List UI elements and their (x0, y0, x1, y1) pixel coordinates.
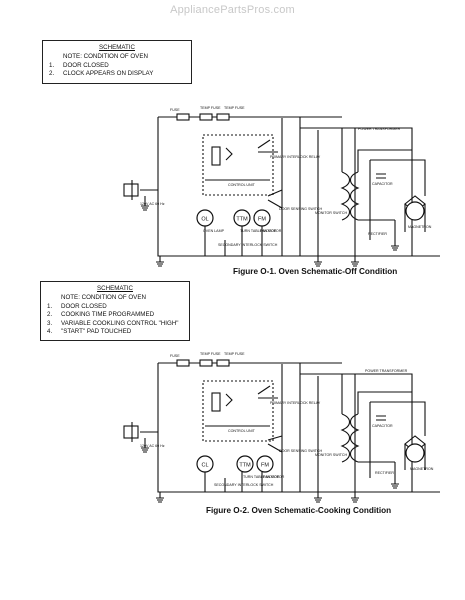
secondary-interlock-switch-label: SECONDARY INTERLOCK SWITCH (218, 243, 278, 247)
figure-caption-2: Figure O-2. Oven Schematic-Cooking Condi… (206, 506, 392, 515)
power-transformer-label: POWER TRANSFORMER (365, 369, 408, 373)
turntable-motor-ttm (236, 455, 254, 473)
magnetron-symbol (405, 201, 425, 221)
fan-motor-fm (253, 209, 271, 227)
turntable-motor-ttm (233, 209, 251, 227)
temp-fuse-label: TEMP FUSE (200, 106, 221, 110)
watermark: AppliancePartsPros.com (170, 4, 295, 16)
fm-label: FM (261, 463, 269, 469)
figure-caption-1: Figure O-1. Oven Schematic-Off Condition (233, 267, 398, 276)
note-line: 4."START" PAD TOUCHED (47, 328, 132, 336)
magnetron-label: MAGNETRON (410, 467, 434, 471)
note-line: 1.DOOR CLOSED (49, 61, 109, 69)
primary-interlock-relay-label: PRIMARY INTERLOCK RELAY (270, 155, 321, 159)
note-line: NOTE: CONDITION OF OVEN (61, 294, 146, 302)
ttm-label: TTM (236, 217, 248, 223)
schematic-note-box-1: SCHEMATIC NOTE: CONDITION OF OVEN 1.DOOR… (42, 40, 192, 84)
fan-motor-label: FAN MOTOR (263, 475, 285, 479)
capacitor-label: CAPACITOR (372, 424, 393, 428)
turntable-motor-label: TURN TABLE MOTOR (240, 229, 277, 233)
fan-motor-label: FAN MOTOR (260, 229, 282, 233)
magnetron-label: MAGNETRON (408, 225, 432, 229)
note-line: 3.VARIABLE COOKLING CONTROL "HIGH" (47, 319, 179, 327)
primary-interlock-relay-label: PRIMARY INTERLOCK RELAY (270, 401, 321, 405)
door-sensing-switch-label: DOOR SENSING SWITCH (279, 207, 323, 211)
ttm-label: TTM (239, 463, 251, 469)
control-unit-label: CONTROL UNIT (228, 183, 256, 187)
temp-fuse-label: TEMP FUSE (224, 352, 245, 356)
temp-fuse-label: TEMP FUSE (200, 352, 221, 356)
note-line: NOTE: CONDITION OF OVEN (63, 53, 148, 61)
schematic-note-box-2: SCHEMATIC NOTE: CONDITION OF OVEN 1.DOOR… (40, 281, 190, 341)
note-line: 2.COOKING TIME PROGRAMMED (47, 311, 155, 319)
oven-lamp-label: OVEN LAMP (203, 229, 225, 233)
note-line: 2.CLOCK APPEARS ON DISPLAY (49, 70, 154, 78)
fan-motor-fm (256, 455, 274, 473)
voltage-label: 120V AC 60 Hz (140, 202, 165, 206)
control-unit-label: CONTROL UNIT (228, 429, 256, 433)
door-sensing-switch-label: DOOR SENSING SWITCH (279, 449, 323, 453)
cooling-lamp-cl (196, 455, 214, 473)
fuse-label: FUSE (170, 108, 180, 112)
oven-lamp-ol (196, 209, 214, 227)
monitor-switch-label: MONITOR SWITCH (315, 453, 347, 457)
turntable-motor-label: TURN TABLE MOTOR (243, 475, 280, 479)
voltage-label: 120V AC 60 Hz (140, 444, 165, 448)
temp-fuse-label: TEMP FUSE (224, 106, 245, 110)
note-title: SCHEMATIC (99, 44, 135, 51)
fm-label: FM (258, 217, 266, 223)
fuse-label: FUSE (170, 354, 180, 358)
secondary-interlock-switch-label: SECONDARY INTERLOCK SWITCH (214, 483, 274, 487)
power-transformer-label: POWER TRANSFORMER (358, 127, 401, 131)
note-line: 1.DOOR CLOSED (47, 302, 107, 310)
monitor-switch-label: MONITOR SWITCH (315, 211, 347, 215)
rectifier-label: RECTIFIER (368, 232, 387, 236)
cl-label: CL (201, 463, 208, 469)
rectifier-label: RECTIFIER (375, 471, 394, 475)
capacitor-label: CAPACITOR (372, 182, 393, 186)
ol-label: OL (201, 217, 208, 223)
note-title: SCHEMATIC (97, 285, 133, 292)
magnetron-symbol (405, 443, 425, 463)
